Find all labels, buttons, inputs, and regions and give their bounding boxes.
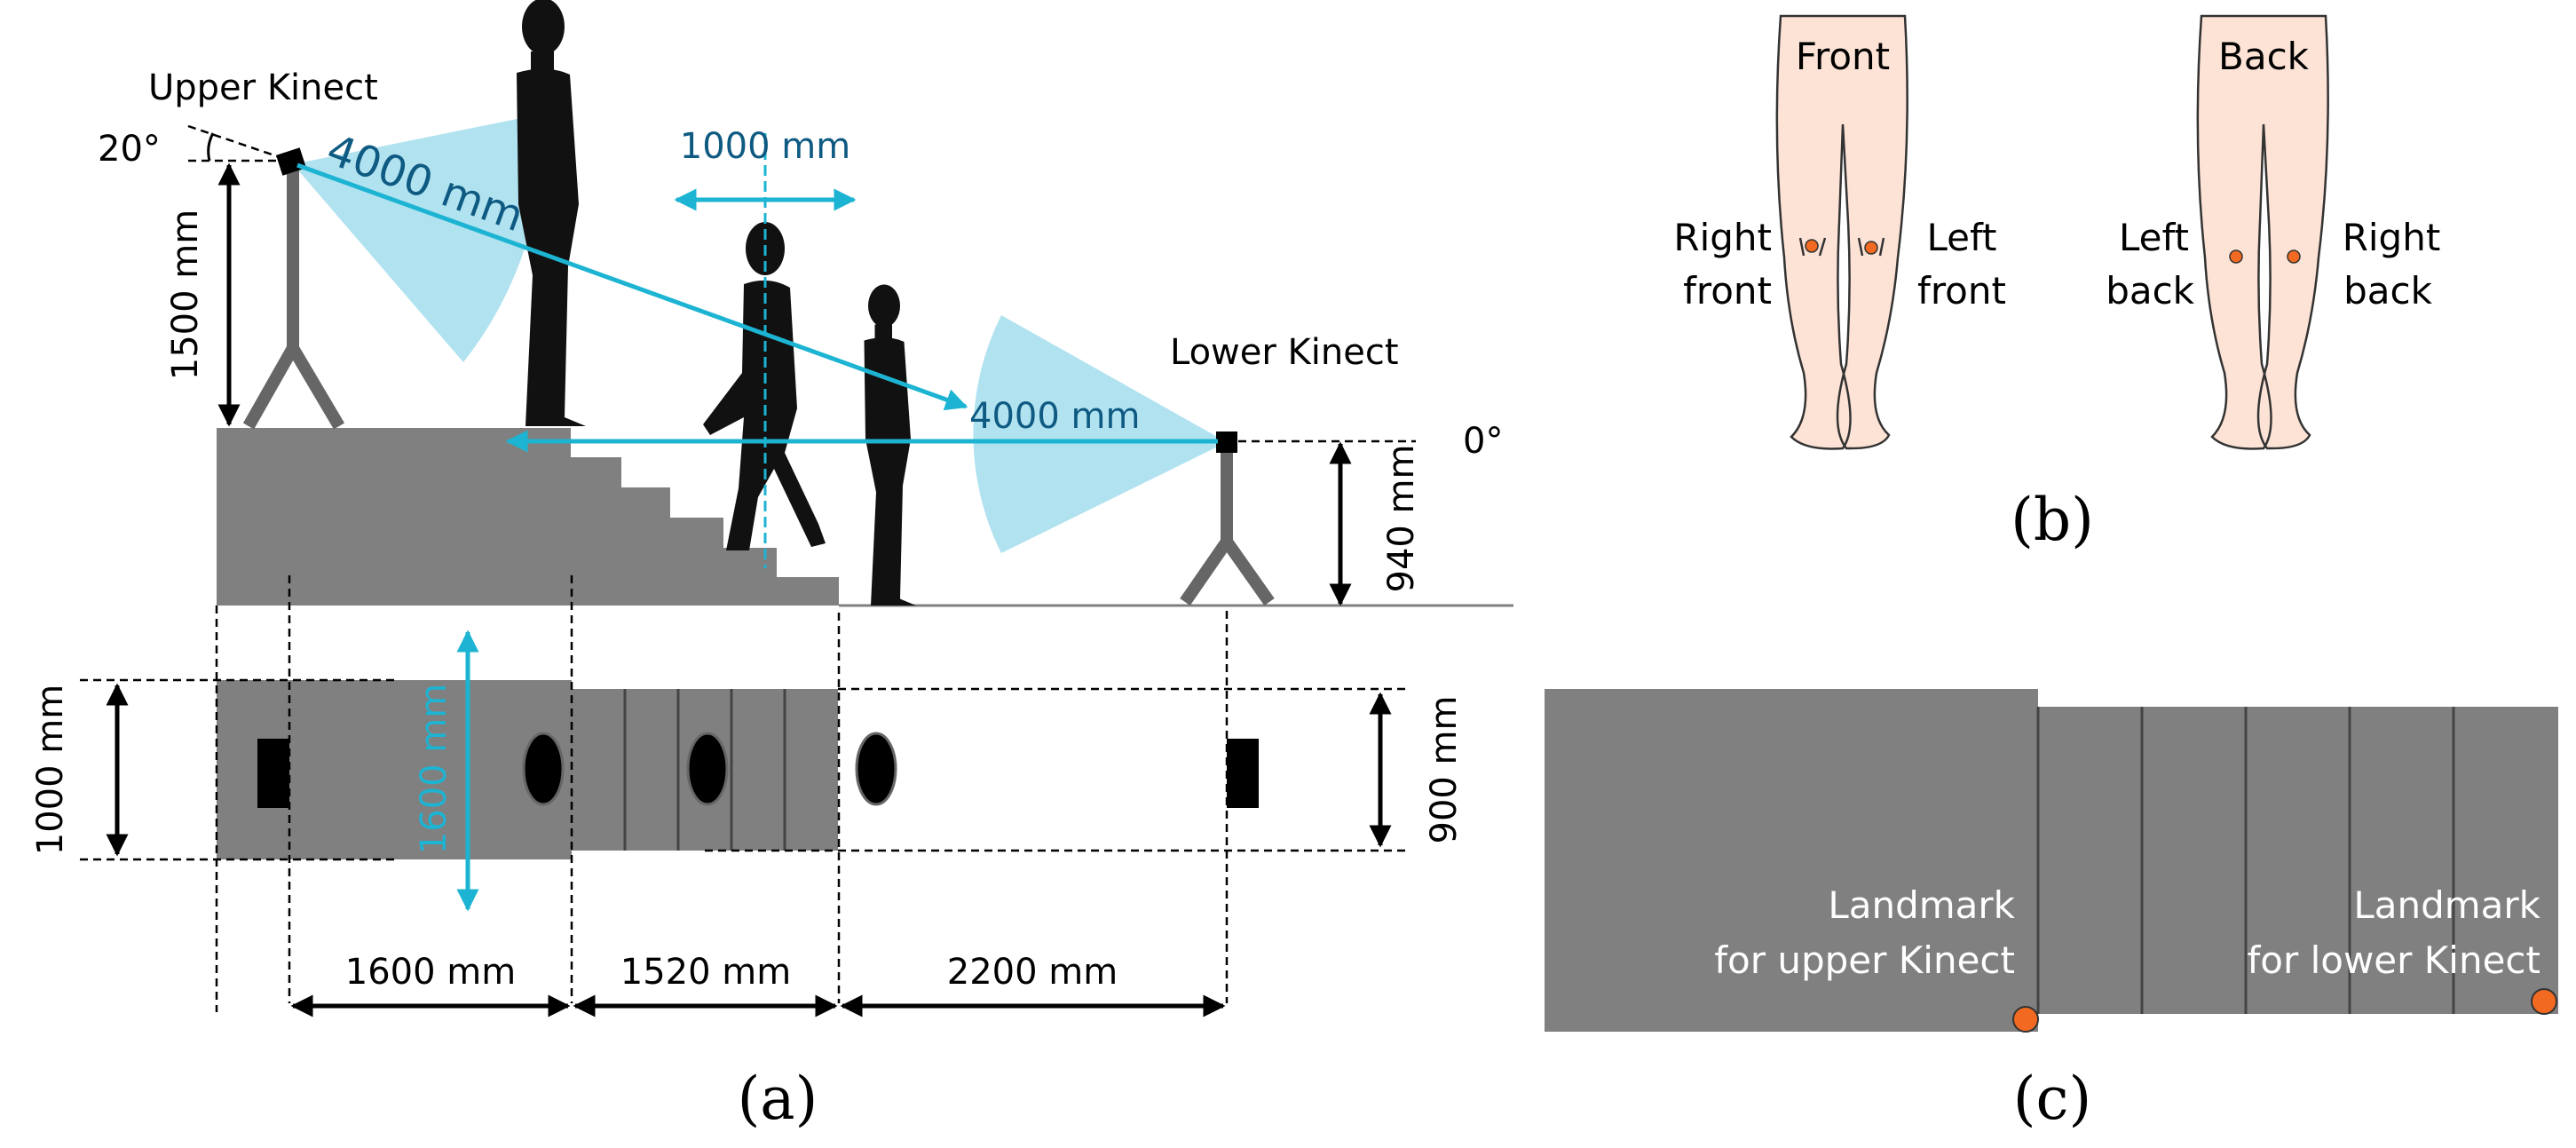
lower-range-label: 4000 mm — [969, 396, 1140, 437]
left-width-label: 1000 mm — [30, 685, 71, 855]
panel-c-label: (c) — [2013, 1065, 2091, 1133]
upper-kinect-top-icon — [257, 739, 289, 808]
upper-kinect-cone — [293, 114, 544, 362]
stair-step-lines — [623, 689, 786, 851]
landmark-upper-line1: Landmark — [1828, 883, 2015, 927]
lower-kinect-cone — [973, 315, 1227, 553]
lower-kinect-label: Lower Kinect — [1170, 332, 1399, 373]
landing-area — [1545, 689, 2038, 1032]
marker-left-front — [1864, 241, 1878, 255]
right-back-label-2: back — [2343, 269, 2432, 313]
person-top-icons — [522, 732, 897, 806]
back-title: Back — [2218, 35, 2310, 78]
upper-angle-label: 20° — [98, 129, 161, 170]
upper-range-ray — [296, 162, 968, 411]
left-back-label-2: back — [2106, 269, 2194, 313]
back-legs — [2196, 14, 2329, 450]
landmark-upper-line2: for upper Kinect — [1714, 938, 2015, 982]
left-front-label-2: front — [1917, 269, 2006, 313]
person-top-1 — [522, 732, 565, 806]
person-on-platform — [517, 0, 586, 426]
lower-kinect-top-icon — [1227, 739, 1259, 808]
panel-a-side-view: Upper Kinect 20° 1500 mm 4000 mm 1000 mm… — [98, 0, 1513, 607]
platform-dim-label: 1600 mm — [345, 952, 516, 993]
upper-height-label: 1500 mm — [165, 210, 206, 380]
front-legs — [1775, 14, 1908, 450]
panel-c: Landmark for upper Kinect Landmark for l… — [1545, 689, 2558, 1133]
lower-kinect-icon — [1216, 431, 1237, 453]
right-back-label-1: Right — [2343, 216, 2441, 259]
panel-b: Front Back Right front Left front Left b… — [1673, 14, 2441, 554]
landmark-lower-marker — [2531, 988, 2557, 1015]
landmark-lower-line2: for lower Kinect — [2247, 938, 2540, 982]
right-width-label: 900 mm — [1424, 696, 1465, 844]
marker-right-front — [1805, 239, 1819, 253]
upper-kinect-icon — [275, 147, 307, 176]
panel-a-label: (a) — [738, 1065, 818, 1133]
marker-right-back — [2287, 249, 2301, 264]
person-on-floor — [864, 284, 916, 606]
landmark-upper-marker — [2012, 1006, 2039, 1033]
stair-area — [2038, 707, 2558, 1014]
upper-tripod — [242, 167, 345, 430]
kneecap-lines — [1798, 237, 1885, 257]
upper-kinect-label: Upper Kinect — [148, 67, 378, 108]
top-dashed-guides — [80, 575, 1407, 1012]
lower-tripod — [1180, 444, 1275, 606]
zone-width-label: 1000 mm — [680, 126, 850, 167]
lower-angle-label: 0° — [1463, 421, 1503, 462]
left-front-label-1: Left — [1926, 216, 1996, 259]
landmark-lower-line1: Landmark — [2353, 883, 2540, 927]
panel-a-top-view: 1000 mm 900 mm 1600 mm 1600 mm 1520 mm 2… — [30, 575, 1465, 1133]
person-top-2 — [686, 732, 729, 806]
upper-tilt-ref — [187, 124, 283, 160]
right-front-label-2: front — [1683, 269, 1772, 313]
knee-markers — [1805, 239, 2301, 264]
vertical-span-label: 1600 mm — [414, 684, 454, 854]
person-top-3 — [855, 732, 897, 806]
left-back-label-1: Left — [2119, 216, 2189, 259]
platform-stairs — [217, 428, 839, 606]
front-title: Front — [1796, 35, 1890, 78]
panel-b-label: (b) — [2011, 486, 2094, 554]
stairs-dim-label: 1520 mm — [620, 952, 791, 993]
right-front-label-1: Right — [1673, 216, 1772, 259]
upper-angle-arc — [207, 132, 215, 162]
marker-left-back — [2229, 249, 2243, 264]
lower-height-label: 940 mm — [1381, 445, 1422, 593]
stair-lines-c — [2036, 707, 2455, 1014]
floor-dim-label: 2200 mm — [947, 952, 1118, 993]
